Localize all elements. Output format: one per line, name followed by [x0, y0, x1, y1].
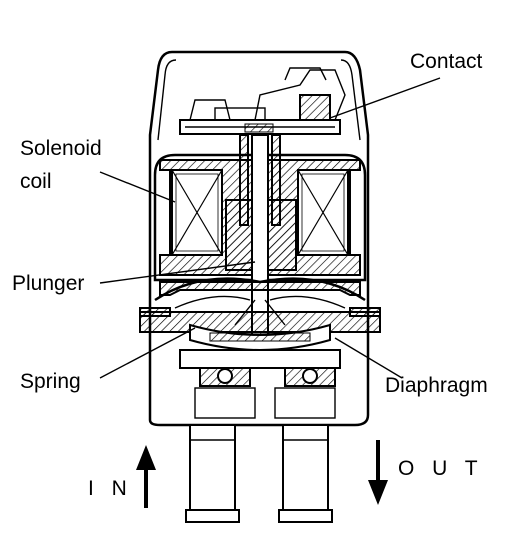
in-arrow — [136, 445, 156, 508]
plunger-leader — [99, 261, 256, 284]
solenoid-leader — [99, 171, 176, 203]
diaphragm — [189, 323, 331, 351]
plunger — [225, 134, 297, 346]
valve-seats — [179, 349, 341, 419]
diaphragm-leader — [334, 337, 403, 379]
valve-housing — [148, 50, 370, 427]
plunger-label: Plunger — [12, 272, 84, 295]
flange — [139, 307, 381, 333]
inlet-nozzle — [185, 424, 240, 523]
contact-assembly — [179, 67, 346, 135]
outlet-nozzle — [278, 424, 333, 523]
leader-lines — [99, 77, 441, 379]
diaphragm-label: Diaphragm — [385, 374, 488, 397]
solenoid-label-line1: Solenoid — [20, 137, 102, 160]
out-arrow — [368, 440, 388, 505]
solenoid-coil-right — [297, 169, 349, 256]
spring-leader — [99, 327, 196, 379]
solenoid-label-line2: coil — [20, 170, 52, 193]
contact-leader — [329, 77, 441, 119]
contact-label: Contact — [410, 50, 483, 73]
spring-label: Spring — [20, 370, 81, 393]
solenoid-coil-left — [171, 169, 223, 256]
out-label: O U T — [398, 457, 484, 480]
in-label: I N — [88, 477, 133, 500]
